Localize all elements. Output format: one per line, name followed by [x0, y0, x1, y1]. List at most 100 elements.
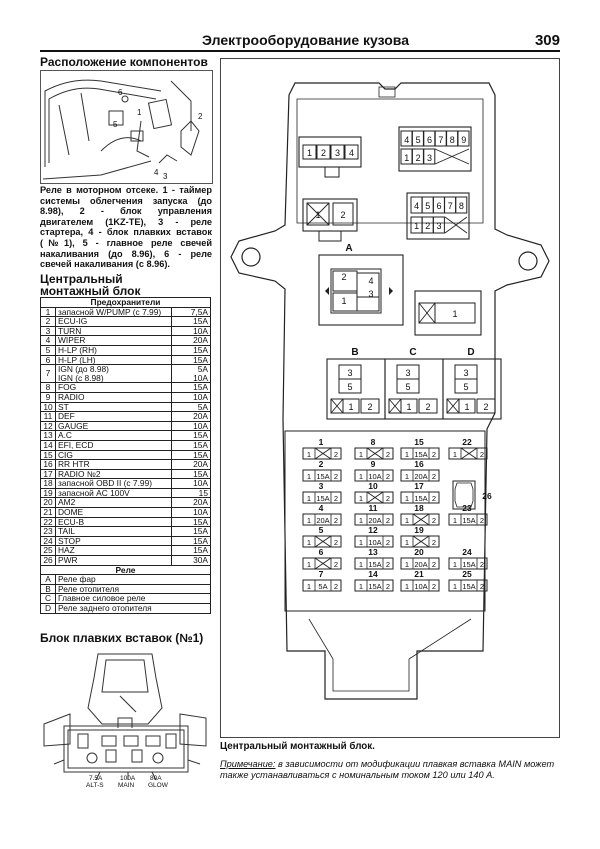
- relay-header-cell: Реле: [40, 564, 211, 576]
- fuse-pin-label: 2: [334, 494, 338, 503]
- callout-5: 5: [113, 120, 118, 129]
- relay-pin: [458, 398, 476, 414]
- fuse-amperage: 20A: [171, 411, 211, 422]
- fuse-pin-label: 2: [432, 494, 436, 503]
- relay-pin: [418, 398, 438, 414]
- connector-pin-label: 1: [404, 153, 409, 163]
- relay-pin: [342, 398, 360, 414]
- fuse-slot: [354, 469, 394, 482]
- fuse-pin-label: 2: [334, 582, 338, 591]
- relay-pin-label: 1: [464, 402, 469, 412]
- fuse-pin-label: 1: [307, 560, 311, 569]
- fuse-slot: [354, 557, 394, 570]
- fuse-slot: [448, 513, 488, 526]
- fuse-pin-label: 2: [334, 560, 338, 569]
- relay-pin: [356, 296, 380, 312]
- page-header: Электрооборудование кузова 309: [40, 30, 560, 52]
- blank-fuse: [412, 513, 430, 526]
- fuse-number-label: 2: [319, 459, 324, 469]
- connector-pin-label: 2: [340, 210, 345, 220]
- fuse-number-label: 5: [319, 525, 324, 535]
- fuse-pin-label: 1: [405, 494, 409, 503]
- fuse-number-label: 3: [319, 481, 324, 491]
- fuse-pin-label: 1: [453, 516, 457, 525]
- relay-pin-label: 5: [347, 382, 352, 392]
- fuse-number-label: 19: [414, 525, 424, 535]
- relay-pin: [400, 398, 418, 414]
- relay-pin: [434, 302, 476, 324]
- connector-pin-label: 1: [315, 210, 320, 220]
- note: Примечание: в зависимости от модификации…: [220, 759, 558, 781]
- relay-socket: [326, 358, 386, 420]
- relay-pin-label: 3: [405, 368, 410, 378]
- fuse-slot: [354, 491, 394, 504]
- callout-1: 1: [137, 108, 142, 117]
- connector-pin: [330, 144, 345, 160]
- fuse-number-label: 14: [368, 569, 378, 579]
- connector-pin: [344, 144, 359, 160]
- fuse-number-label: 23: [462, 503, 472, 513]
- fuse-amp-label: 20A: [368, 516, 381, 525]
- connector-latch: [318, 230, 342, 242]
- fuse-number-label: 15: [414, 437, 424, 447]
- fuse-name: RR HTR: [55, 459, 172, 470]
- connector-pin: [302, 144, 317, 160]
- fuse-pin-label: 1: [307, 450, 311, 459]
- fuse-pin-label: 2: [432, 450, 436, 459]
- fuse-name: TAIL: [55, 526, 172, 537]
- relay-side-socket: [414, 290, 482, 336]
- connector-pin-label: 2: [321, 148, 326, 158]
- fuse-number: 9: [40, 391, 56, 403]
- fuse-amp-label: 20A: [414, 560, 427, 569]
- fuse-number: 5: [40, 344, 56, 356]
- fuse-pin-label: 2: [480, 582, 484, 591]
- fuse-number: 7: [40, 364, 56, 384]
- blank-cavity: [306, 202, 330, 226]
- connector-housing: [302, 198, 358, 232]
- fuse-pin-label: 2: [386, 560, 390, 569]
- fuse-pin-label: 1: [307, 582, 311, 591]
- components-caption: Реле в моторном отсеке. 1 - таймер систе…: [40, 185, 212, 270]
- fuse-pin-label: 2: [432, 560, 436, 569]
- connector-housing: [398, 126, 472, 172]
- blank-fuse: [412, 535, 430, 548]
- fuse-number: 26: [40, 555, 56, 566]
- fuse-pin-label: 2: [334, 472, 338, 481]
- fuse-amperage: 15A: [171, 439, 211, 451]
- relay-a-socket: [318, 254, 404, 326]
- fuse-name-line: IGN (до 8.98): [58, 364, 109, 375]
- connector-pin-label: 4: [349, 148, 354, 158]
- connector-pin-label: 5: [425, 201, 430, 211]
- arrow-icon: [389, 287, 393, 295]
- fuse-pin-label: 2: [480, 516, 484, 525]
- fuse-pin-label: 2: [386, 472, 390, 481]
- fuse-slot: [302, 491, 342, 504]
- fuse-pin-label: 1: [307, 516, 311, 525]
- connector-latch: [324, 166, 340, 178]
- fuse-number-label: 1: [319, 437, 324, 447]
- fuse-slot: [400, 579, 440, 592]
- fuse-amp-label: 5A: [318, 582, 327, 591]
- fuse-amperage: 10A: [171, 478, 211, 489]
- relay-pin-label: 4: [368, 276, 373, 286]
- connector-pin: [423, 148, 436, 165]
- connector-pin-label: 3: [436, 221, 441, 231]
- note-text: в зависимости от модификации плавкая вст…: [220, 759, 555, 780]
- fuse-slot: [354, 447, 394, 460]
- fuse-slot: [400, 469, 440, 482]
- relay-pin-label: 1: [341, 296, 346, 306]
- fuse-name: IGN (до 8.98)IGN (с 8.98): [55, 364, 172, 384]
- fuse-slot: [448, 557, 488, 570]
- fuse-pin-label: 2: [432, 582, 436, 591]
- blank-cavity: [388, 398, 402, 414]
- fuse-pin-label: 2: [386, 450, 390, 459]
- fuse-number-label: 4: [319, 503, 324, 513]
- fuse-number-label: 11: [369, 503, 378, 513]
